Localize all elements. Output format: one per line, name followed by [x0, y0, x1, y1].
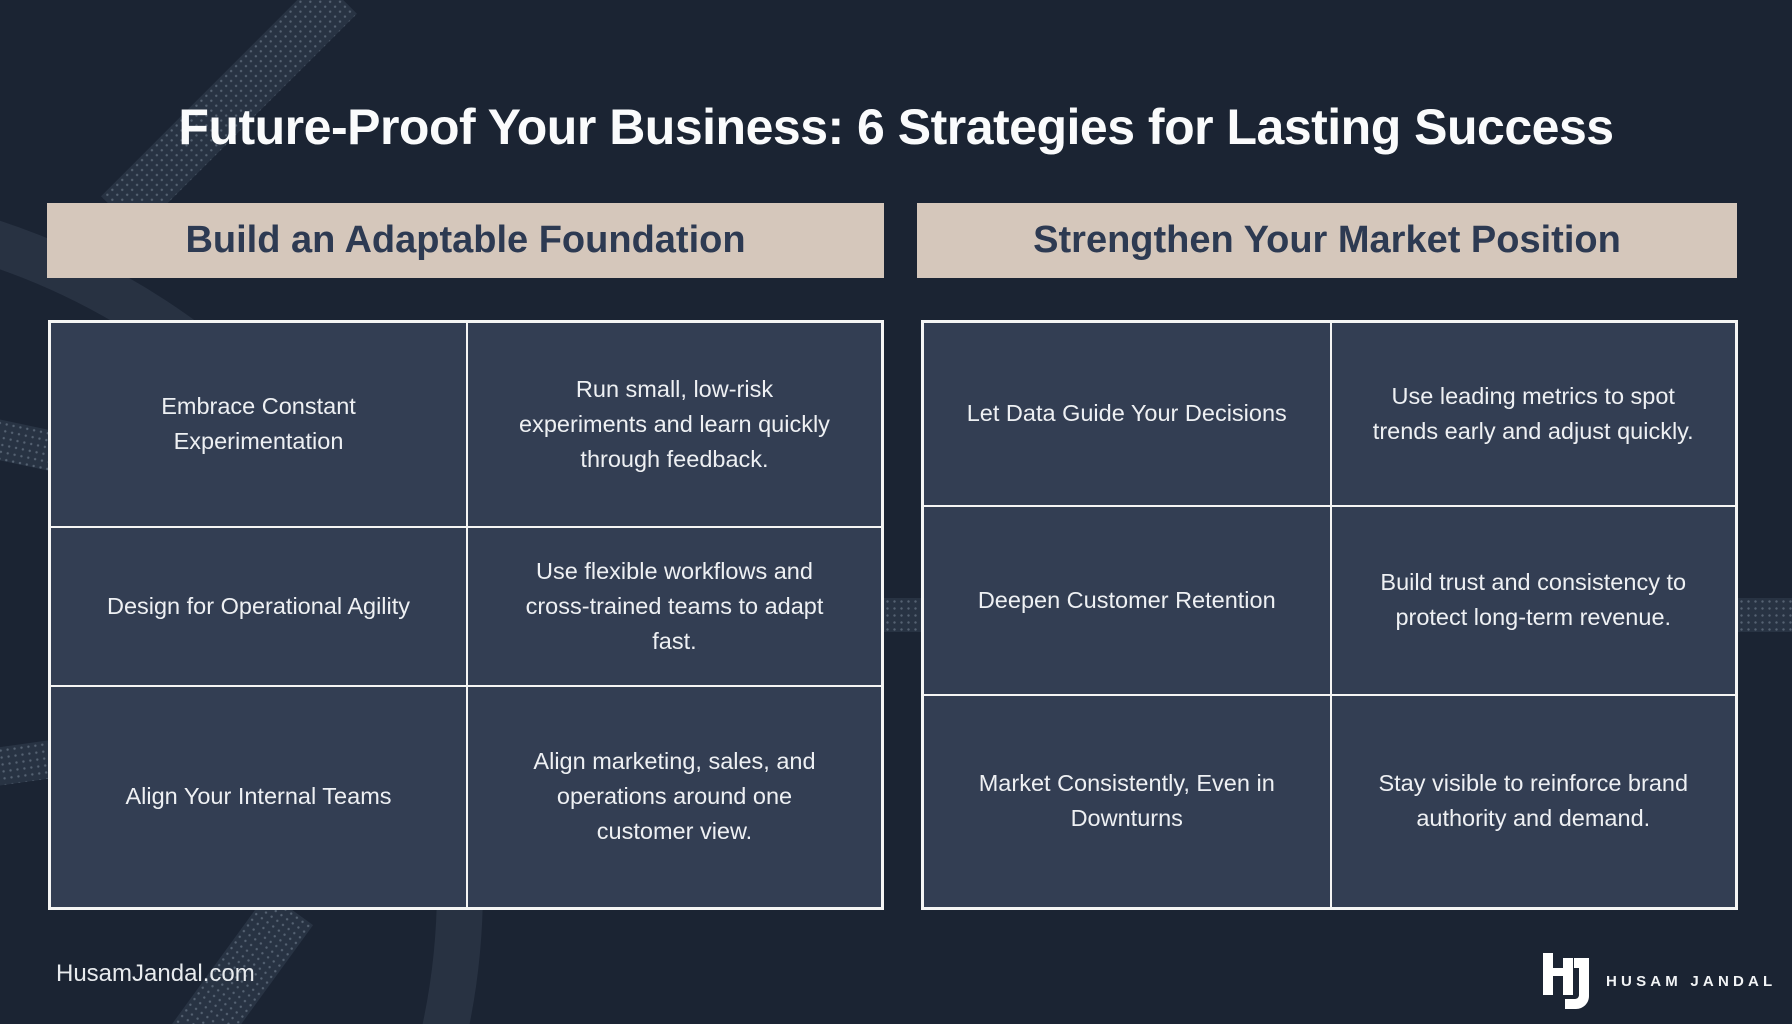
- strategy-description-cell: Run small, low-risk experiments and lear…: [466, 323, 881, 526]
- strategy-table-right: Let Data Guide Your Decisions Use leadin…: [921, 320, 1738, 910]
- strategy-description: Run small, low-risk experiments and lear…: [519, 375, 830, 472]
- section-header-adaptable-foundation: Build an Adaptable Foundation: [47, 203, 884, 278]
- strategy-name-cell: Design for Operational Agility: [51, 528, 466, 685]
- strategy-name: Let Data Guide Your Decisions: [966, 400, 1287, 427]
- strategy-description-cell: Stay visible to reinforce brand authorit…: [1329, 695, 1736, 907]
- table-row: Align Your Internal Teams Align marketin…: [51, 684, 881, 907]
- strategy-name: Embrace Constant Experimentation: [161, 393, 356, 455]
- section-header-label: Build an Adaptable Foundation: [185, 219, 746, 261]
- strategy-name-cell: Embrace Constant Experimentation: [51, 323, 466, 526]
- strategy-name: Deepen Customer Retention: [977, 586, 1276, 613]
- table-row: Deepen Customer Retention Build trust an…: [924, 504, 1736, 694]
- strategy-description-cell: Use leading metrics to spot trends early…: [1329, 323, 1736, 505]
- table-row: Embrace Constant Experimentation Run sma…: [51, 323, 881, 526]
- strategy-description: Use flexible workflows and cross-trained…: [525, 557, 824, 654]
- strategy-description: Use leading metrics to spot trends early…: [1372, 382, 1694, 444]
- strategy-description-cell: Align marketing, sales, and operations a…: [466, 686, 881, 907]
- hj-monogram-logo: [1543, 953, 1589, 1009]
- strategy-table-left: Embrace Constant Experimentation Run sma…: [48, 320, 884, 910]
- section-header-market-position: Strengthen Your Market Position: [917, 203, 1737, 278]
- strategy-description-cell: Build trust and consistency to protect l…: [1329, 506, 1736, 694]
- table-row: Design for Operational Agility Use flexi…: [51, 525, 881, 685]
- brand-lockup: HUSAM JANDAL: [1543, 951, 1776, 1010]
- strategy-name-cell: Market Consistently, Even in Downturns: [924, 696, 1330, 907]
- table-row: Market Consistently, Even in Downturns S…: [924, 693, 1736, 907]
- strategy-name-cell: Deepen Customer Retention: [924, 507, 1330, 694]
- strategy-name: Design for Operational Agility: [106, 592, 411, 619]
- footer-website-link[interactable]: HusamJandal.com: [56, 960, 255, 987]
- strategy-name-cell: Align Your Internal Teams: [51, 687, 466, 907]
- background-diagonal-stripe-footer: [164, 892, 314, 1024]
- brand-name: HUSAM JANDAL: [1606, 973, 1777, 990]
- strategy-description-cell: Use flexible workflows and cross-trained…: [466, 527, 881, 685]
- table-row: Let Data Guide Your Decisions Use leadin…: [924, 323, 1735, 505]
- strategy-name-cell: Let Data Guide Your Decisions: [924, 323, 1330, 505]
- page-title: Future-Proof Your Business: 6 Strategies…: [178, 98, 1614, 155]
- section-header-label: Strengthen Your Market Position: [1033, 219, 1621, 261]
- strategy-name: Align Your Internal Teams: [125, 783, 392, 810]
- strategy-description: Build trust and consistency to protect l…: [1380, 569, 1687, 631]
- strategy-name: Market Consistently, Even in Downturns: [978, 770, 1275, 832]
- strategy-description: Stay visible to reinforce brand authorit…: [1378, 770, 1689, 832]
- strategy-description: Align marketing, sales, and operations a…: [533, 748, 816, 845]
